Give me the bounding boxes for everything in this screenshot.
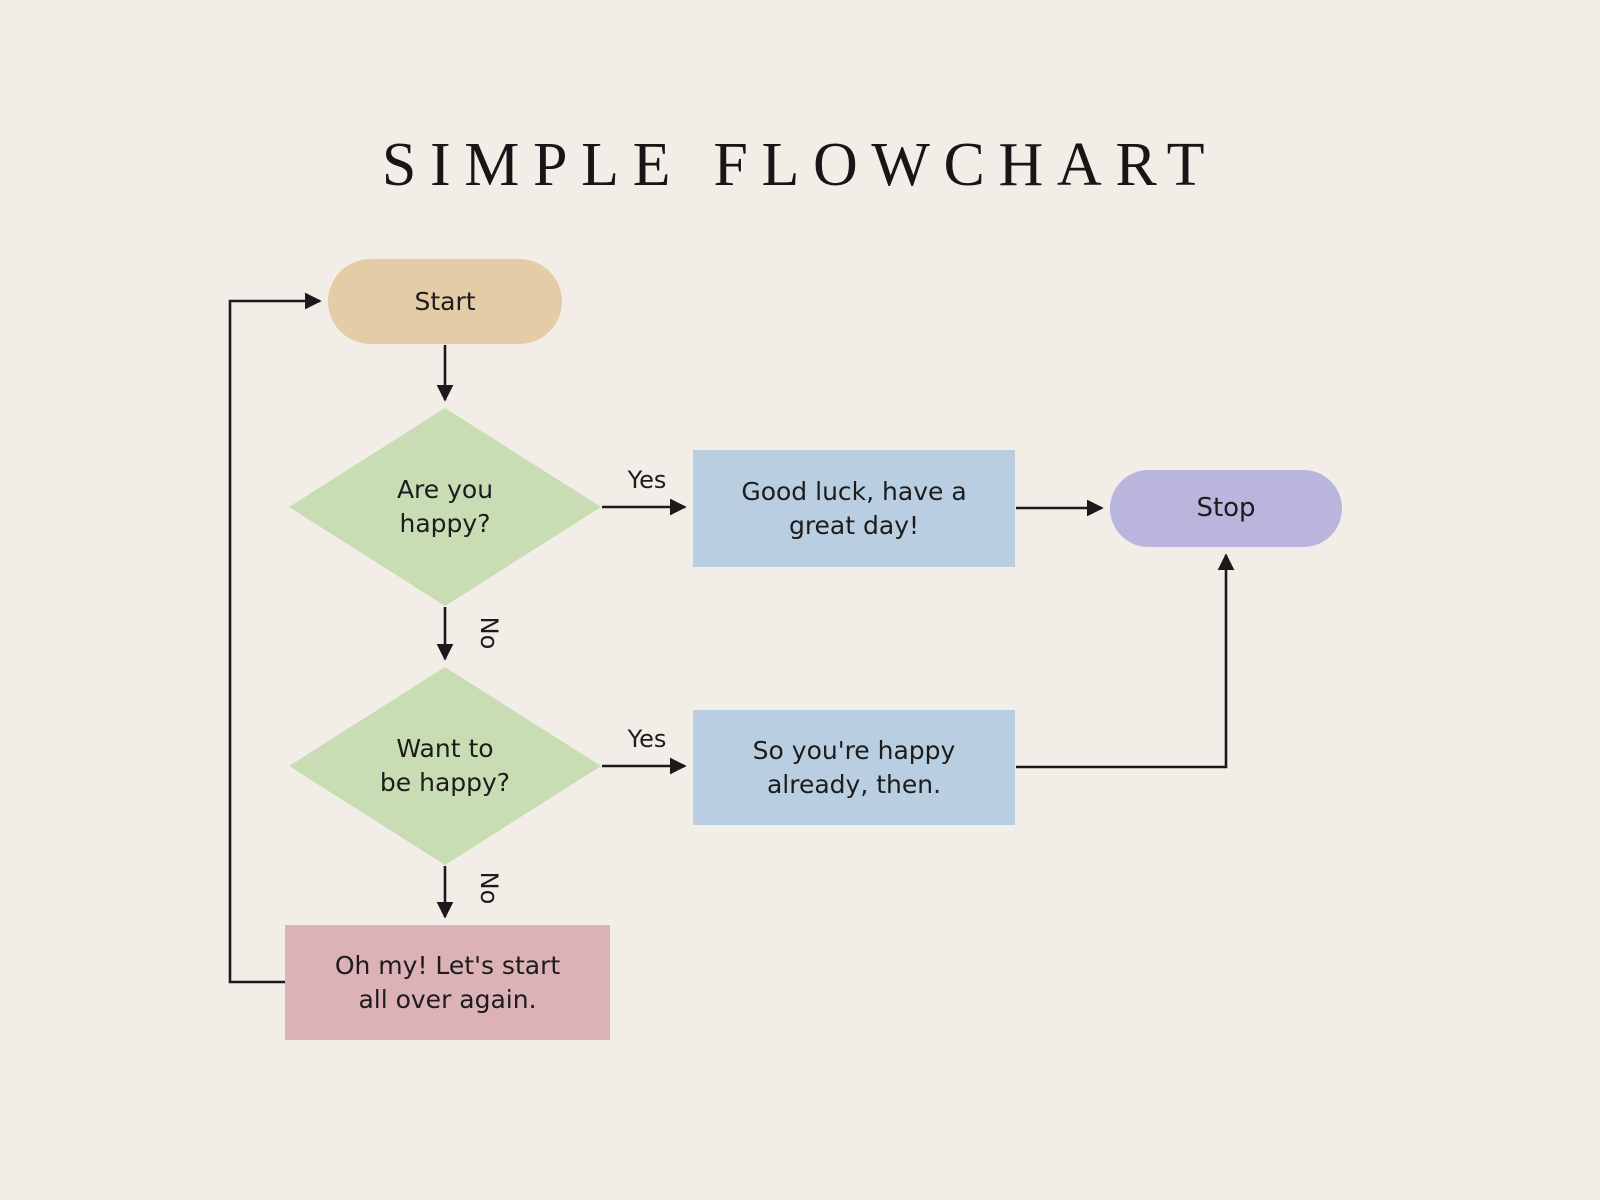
node-process-already-happy-label: So you're happy already, then.	[752, 735, 956, 799]
edge-label-yes-top: Yes	[627, 466, 667, 494]
page-title: SIMPLE FLOWCHART	[381, 131, 1219, 199]
node-start-label: Start	[414, 286, 476, 316]
edge-alreadyhappy-to-stop	[1016, 553, 1235, 769]
node-decision-want-to-be-happy-label: Want to be happy?	[379, 734, 511, 797]
node-decision-are-you-happy-label: Are you happy?	[396, 475, 494, 538]
edge-label-no-bottom: No	[475, 872, 503, 905]
node-stop: Stop	[1110, 470, 1342, 547]
edge-label-no-top: No	[475, 617, 503, 650]
node-process-good-luck-label: Good luck, have a great day!	[741, 476, 967, 540]
node-start: Start	[328, 259, 562, 344]
node-process-already-happy: So you're happy already, then.	[693, 710, 1015, 825]
edge-startover-to-start	[228, 292, 322, 984]
node-process-start-over-label: Oh my! Let's start all over again.	[334, 950, 561, 1014]
edge-label-yes-bottom: Yes	[627, 725, 667, 753]
node-stop-label: Stop	[1196, 492, 1256, 523]
node-process-good-luck: Good luck, have a great day!	[693, 450, 1015, 567]
node-process-start-over: Oh my! Let's start all over again.	[285, 925, 610, 1040]
